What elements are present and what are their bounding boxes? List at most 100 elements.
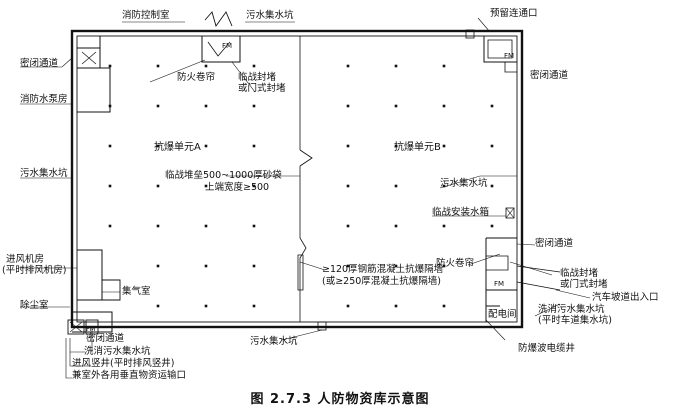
column-dot (490, 104, 494, 108)
label-unit-a: 抗爆单元A (154, 142, 201, 153)
label-sealed-passage-bl: 密闭通道 (86, 333, 125, 344)
column-dot (204, 224, 208, 228)
column-dot (394, 144, 398, 148)
label-temp-tank: 临战安装水箱 (432, 207, 490, 218)
label-power-room: 配电间 (488, 309, 517, 320)
label-sealed-passage-br: 密闭通道 (535, 238, 574, 249)
label-outdoor-entrance: 兼室外各用垂直物资运输口 (72, 370, 187, 381)
power-room (486, 289, 517, 307)
column-dot (442, 104, 446, 108)
fire-pump-room (77, 67, 111, 113)
label-fire-shutter-top: 防火卷帘 (177, 72, 216, 83)
label-reserved-passage: 预留连通口 (490, 8, 538, 19)
sealed-passage-tr (483, 36, 517, 63)
column-dot (442, 144, 446, 148)
column-dot (442, 184, 446, 188)
label-temp-plug-br-2: 或门式封堵 (560, 279, 608, 290)
column-dot (156, 264, 160, 268)
label-fire-control-room: 消防控制室 (122, 10, 170, 21)
column-dot (156, 144, 160, 148)
label-wash-sewage-pit-2: (平时车道集水坑) (538, 315, 612, 326)
air-intake-room (77, 249, 103, 301)
label-blast-wall-2: (或≥250厚混凝土抗爆隔墙) (322, 276, 442, 287)
label-sewage-pit-left: 污水集水坑 (20, 168, 68, 179)
column-dot (204, 64, 208, 68)
column-dot (346, 184, 350, 188)
column-dot (346, 64, 350, 68)
column-dot (442, 224, 446, 228)
label-fire-shutter-br: 防火卷帘 (436, 258, 475, 269)
column-dot (252, 224, 256, 228)
gas-chamber (102, 279, 121, 301)
column-dot (252, 144, 256, 148)
column-dot (156, 224, 160, 228)
label-blast-wall: ≥120厚钢筋混凝土抗爆隔墙 (322, 264, 444, 275)
fm-bottom-left: FM (86, 325, 95, 333)
label-air-intake-room-2: (平时排风机房) (2, 265, 67, 276)
column-dot (252, 304, 256, 308)
column-dot (394, 104, 398, 108)
column-dot (204, 144, 208, 148)
column-dot (204, 264, 208, 268)
column-dot (490, 184, 494, 188)
column-dot (252, 104, 256, 108)
outer-wall (70, 29, 524, 329)
column-dot (394, 264, 398, 268)
column-dot (108, 64, 112, 68)
shutter-box (201, 36, 241, 63)
column-dot (394, 304, 398, 308)
label-temp-plug-br: 临战封堵 (560, 268, 599, 279)
sealed-passage-br (485, 237, 517, 322)
column-dot (156, 184, 160, 188)
column-dot (156, 64, 160, 68)
label-car-ramp: 汽车坡道出入口 (592, 292, 659, 303)
label-cable-shaft: 防爆波电缆井 (518, 343, 576, 354)
label-sealed-passage-tl: 密闭通道 (20, 58, 59, 69)
column-dot (204, 304, 208, 308)
column-dot (346, 144, 350, 148)
column-dot (156, 304, 160, 308)
label-temp-plug-top: 临战封堵 (238, 72, 277, 83)
figure-caption: 图 2.7.3 人防物资库示意图 (250, 392, 430, 407)
label-sewage-pit-right: 污水集水坑 (440, 178, 488, 189)
label-unit-b: 抗爆单元B (394, 142, 441, 153)
column-dot (346, 264, 350, 268)
label-wash-sewage-pit-bl: 洗消污水集水坑 (84, 346, 151, 357)
column-dot (108, 144, 112, 148)
column-dot (204, 104, 208, 108)
label-sewage-pit-bottom: 污水集水坑 (250, 336, 298, 347)
fm-bottom-right: FM (494, 280, 504, 288)
label-temp-plug-top-2: 或门式封堵 (238, 83, 286, 94)
label-sewage-pit-top: 污水集水坑 (246, 10, 294, 21)
stair-box (204, 11, 233, 28)
column-dot (156, 104, 160, 108)
fm-top: FM (222, 42, 232, 50)
column-dot (394, 184, 398, 188)
tank-box (505, 207, 515, 219)
column-dot (204, 184, 208, 188)
label-intake-shaft: 进风竖井(平时排风竖井) (72, 358, 175, 369)
label-dust-room: 除尘室 (20, 300, 49, 311)
label-wash-sewage-pit: 洗消污水集水坑 (538, 304, 605, 315)
column-dot (346, 304, 350, 308)
label-air-intake-room: 进风机房 (6, 254, 45, 265)
column-dot (346, 104, 350, 108)
label-gas-chamber: 集气室 (122, 286, 151, 297)
outer-wall-inner (76, 35, 518, 323)
column-dot (108, 224, 112, 228)
label-sealed-passage-tr: 密闭通道 (530, 70, 569, 81)
column-dot (346, 224, 350, 228)
column-dot (252, 184, 256, 188)
column-dot (490, 224, 494, 228)
column-dot (108, 184, 112, 188)
column-dot (490, 144, 494, 148)
column-dot (394, 224, 398, 228)
label-fire-pump-room: 消防水泵房 (20, 94, 68, 105)
fm-top-right: FM (504, 52, 514, 60)
column-dot (108, 104, 112, 108)
column-dot (394, 64, 398, 68)
column-dot (442, 304, 446, 308)
column-dot (442, 264, 446, 268)
column-dot (442, 64, 446, 68)
